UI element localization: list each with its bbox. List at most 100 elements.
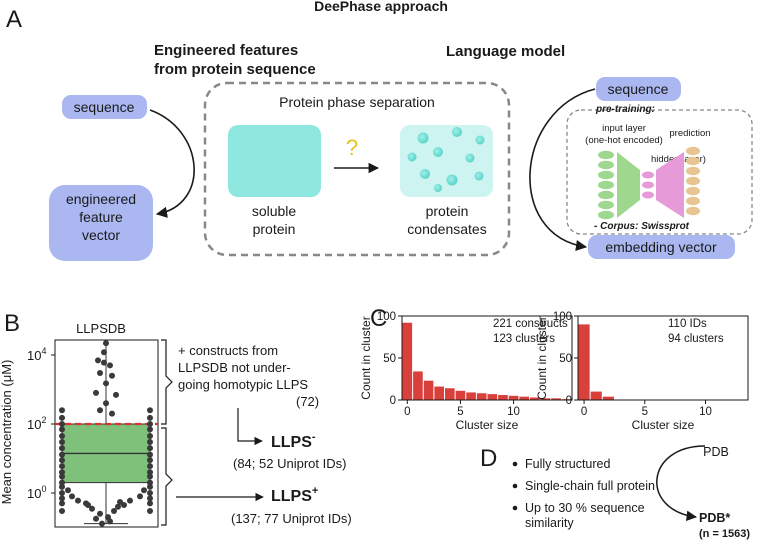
histogram-bar [498,394,508,400]
sequence-right-label: sequence [608,81,669,97]
output-nodes [686,146,700,216]
data-point [141,487,147,494]
data-point [89,505,95,512]
data-point [103,400,109,407]
histogram-ylabel: Count in cluster [535,316,549,399]
histogram-ytick-label: 100 [377,311,396,323]
sequence-right-box [596,77,681,101]
phase-box-title: Protein phase separation [279,94,435,110]
input-layer-line-1: input layer [602,123,646,134]
bullet-2: Single-chain full protein [525,479,655,493]
data-point [59,407,65,414]
data-point [59,495,65,502]
pdb-star-label: PDB* [699,511,730,525]
soluble-line-1: soluble [252,203,297,219]
data-point [113,391,119,398]
data-point [121,501,127,508]
data-point [65,487,71,494]
histogram-bar [590,391,602,400]
data-point [59,469,65,476]
data-point [59,463,65,470]
embedding-vector-label: embedding vector [605,239,717,255]
right-info-2: 94 clusters [668,333,724,345]
histogram-ytick-label: 0 [390,395,396,407]
histogram-bar [551,398,561,400]
pretraining-label: pre-training: [595,104,655,115]
data-point [147,414,153,421]
data-point [85,501,91,508]
data-point [107,518,113,525]
histogram-bar [578,324,590,400]
data-point [147,495,153,502]
data-point [101,359,107,366]
data-point [127,497,133,504]
histogram-ytick-label: 50 [559,353,572,365]
engineered-line-1: engineered [66,191,136,207]
input-nodes [598,150,614,220]
data-point [147,445,153,452]
histogram-frame [577,315,749,401]
condensates-line-1: protein [426,203,469,219]
soluble-protein-square [228,125,321,197]
bullet-dot-1 [512,461,518,467]
data-point [59,483,65,490]
panel-label-b: B [4,310,20,337]
histogram-xtick-label: 0 [404,406,410,418]
encoder-trapezoid [617,152,640,218]
ytick-10-0: 100 [27,484,46,501]
llps-minus-label: LLPS- [271,431,316,451]
data-point [103,380,109,387]
data-point [103,340,109,347]
data-point [95,357,101,364]
histogram-bar [423,380,434,400]
histogram-xtick-label: 0 [581,406,587,418]
data-point [147,508,153,515]
data-point [69,493,75,500]
bullet-3-cont: similarity [525,516,574,530]
histogram-bar [455,390,466,400]
data-point [147,457,153,464]
box-plot [51,340,158,527]
histogram-bar [602,396,614,400]
histogram-bar [402,322,413,400]
data-point [147,463,153,470]
histogram-bar [487,394,498,400]
decoder-trapezoid [656,152,684,218]
data-point [101,349,107,356]
histogram-xtick-label: 5 [642,406,648,418]
right-info-1: 110 IDs [668,318,707,330]
embedding-vector-box [588,235,735,259]
bullet-3: Up to 30 % sequence [525,501,645,515]
data-point [59,432,65,439]
data-point [147,473,153,480]
histogram-bar [466,392,476,400]
data-point [147,451,153,458]
pdb-count: (n = 1563) [699,528,750,540]
data-point [59,490,65,496]
soluble-line-2: protein [253,221,296,237]
histogram-xtick-label: 5 [457,406,463,418]
data-point [147,479,153,486]
histogram-bar [476,393,487,400]
histogram-bar [508,395,519,400]
hidden-nodes [642,171,654,199]
note-line-4: (72) [296,394,319,409]
data-point [59,426,65,433]
llps-minus-detail: (84; 52 Uniprot IDs) [233,456,346,471]
data-point [59,457,65,464]
data-point [147,469,153,476]
histogram-xlabel: Cluster size [456,418,519,432]
data-point [59,479,65,486]
data-point [59,473,65,480]
data-point [59,421,65,427]
upper-brace [161,339,173,425]
bullet-dot-2 [512,483,518,489]
sequence-left-box [62,95,147,119]
histogram-bar [445,388,455,400]
pdb-filter-arrow [656,445,706,522]
ytick-10-4: 104 [27,346,46,363]
prediction-label: prediction [669,128,710,139]
data-point [59,445,65,452]
data-point [109,372,115,379]
